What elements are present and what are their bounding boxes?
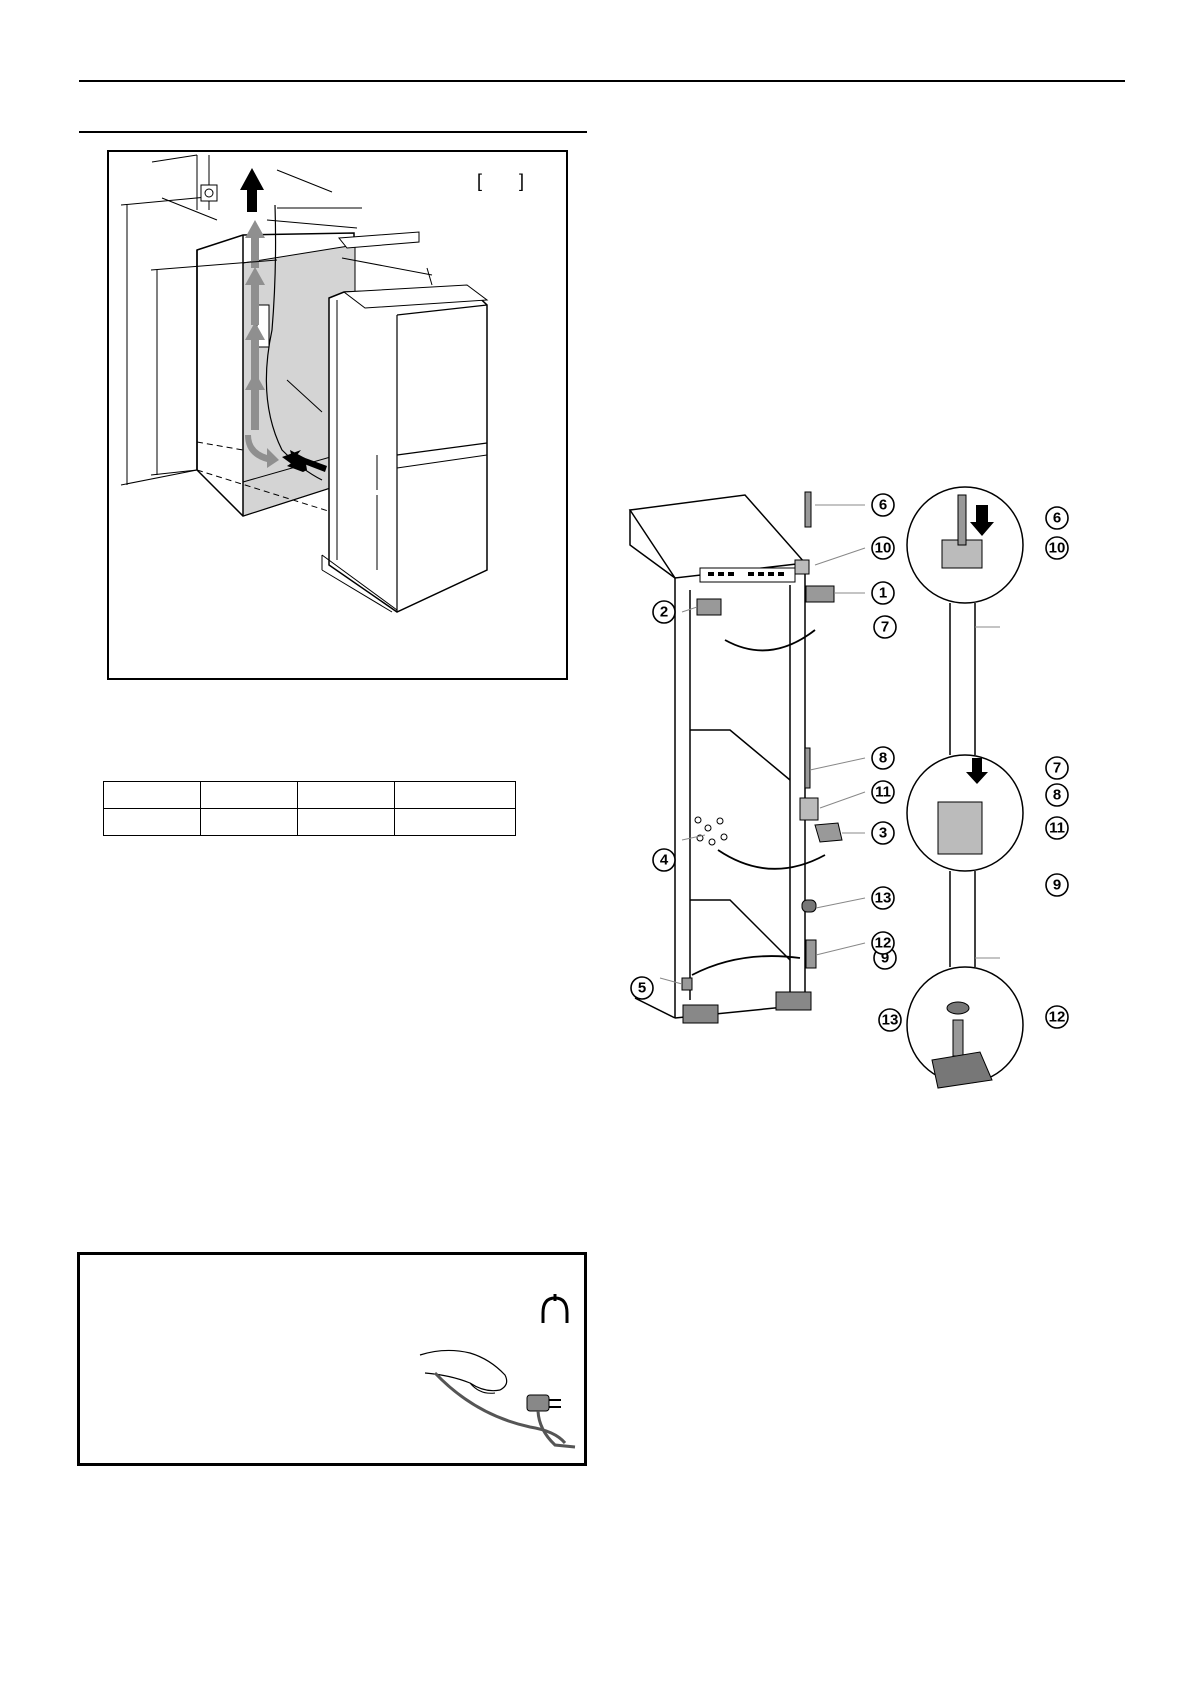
svg-text:11: 11 [875, 784, 891, 801]
svg-text:7: 7 [1053, 760, 1061, 777]
svg-text:6: 6 [879, 497, 887, 514]
svg-text:5: 5 [638, 980, 646, 997]
table-cell [103, 808, 201, 836]
svg-text:13: 13 [875, 890, 892, 907]
callout-12: 12 [871, 931, 895, 955]
svg-text:2: 2 [660, 604, 668, 621]
installation-niche-figure: [ ] [107, 150, 568, 680]
unit-bracket-label: [ [477, 171, 482, 191]
callout-12-detail: 12 [1045, 1005, 1069, 1029]
svg-text:1: 1 [879, 585, 887, 602]
callout-7: 7 [873, 615, 897, 639]
svg-text:8: 8 [1053, 787, 1061, 804]
svg-text:9: 9 [1053, 877, 1061, 894]
table-cell [394, 808, 516, 836]
callout-10: 10 [871, 536, 895, 560]
table-cell [394, 781, 516, 809]
callout-5: 5 [630, 976, 654, 1000]
svg-text:12: 12 [1049, 1009, 1066, 1026]
callout-2: 2 [652, 600, 676, 624]
page-header-rule [79, 80, 1125, 82]
callout-11-detail: 11 [1045, 816, 1069, 840]
callout-7-detail: 7 [1045, 756, 1069, 780]
svg-text:3: 3 [879, 825, 887, 842]
callout-13-detail: 13 [878, 1008, 902, 1032]
svg-text:11: 11 [1049, 820, 1065, 837]
callout-6: 6 [871, 493, 895, 517]
callout-4: 4 [652, 848, 676, 872]
table-cell [200, 808, 298, 836]
table-row [103, 808, 516, 836]
section-rule [79, 131, 587, 133]
svg-text:12: 12 [875, 935, 892, 952]
door-hinge-figure: 1 2 3 4 5 6 6 7 7 8 8 9 9 10 10 11 11 12… [628, 486, 1069, 1089]
plug-symbol-icon [541, 1294, 569, 1323]
callout-13: 13 [871, 886, 895, 910]
dimensions-table [103, 781, 516, 836]
table-cell [103, 781, 201, 809]
callout-1: 1 [871, 581, 895, 605]
unplug-hand-icon [419, 1349, 576, 1449]
callout-10-detail: 10 [1045, 536, 1069, 560]
callout-11: 11 [871, 780, 895, 804]
table-row [103, 781, 516, 809]
svg-text:10: 10 [1049, 540, 1066, 557]
callout-8: 8 [871, 746, 895, 770]
unit-bracket-label-close: ] [519, 171, 524, 191]
svg-text:4: 4 [660, 852, 669, 869]
svg-text:13: 13 [882, 1012, 899, 1029]
svg-text:7: 7 [881, 619, 889, 636]
table-cell [297, 781, 395, 809]
callout-8-detail: 8 [1045, 783, 1069, 807]
callout-9: 9 [1045, 873, 1069, 897]
callout-3: 3 [871, 821, 895, 845]
table-cell [297, 808, 395, 836]
svg-text:6: 6 [1053, 510, 1061, 527]
svg-text:8: 8 [879, 750, 887, 767]
callout-6-detail: 6 [1045, 506, 1069, 530]
warning-box [77, 1252, 587, 1466]
svg-text:10: 10 [875, 540, 892, 557]
svg-text:9: 9 [881, 950, 889, 967]
table-cell [200, 781, 298, 809]
